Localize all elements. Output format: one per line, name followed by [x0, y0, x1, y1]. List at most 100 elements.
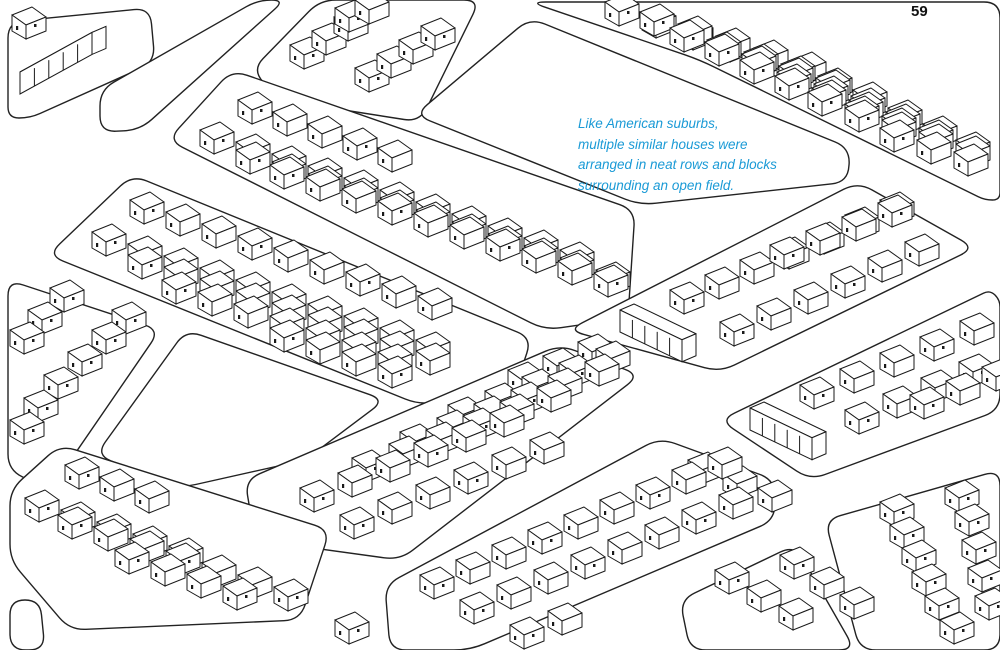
house-icon	[671, 461, 707, 495]
house-icon	[341, 343, 377, 377]
barracks-building	[749, 401, 827, 461]
house-icon	[669, 281, 705, 315]
house-icon	[954, 503, 990, 537]
house-icon	[953, 143, 989, 177]
house-icon	[161, 271, 197, 305]
house-icon	[307, 115, 343, 149]
house-icon	[197, 283, 233, 317]
house-icon	[9, 411, 45, 445]
page-number: 59	[911, 3, 928, 20]
caption: Like American suburbs, multiple similar …	[578, 114, 838, 196]
house-icon	[774, 67, 810, 101]
caption-line-2: multiple similar houses were	[578, 136, 748, 152]
house-icon	[377, 491, 413, 525]
house-icon	[644, 516, 680, 550]
house-icon	[809, 566, 845, 600]
house-icon	[269, 319, 305, 353]
house-icon	[453, 461, 489, 495]
house-icon	[707, 446, 743, 480]
house-icon	[944, 479, 980, 513]
house-icon	[381, 275, 417, 309]
house-icon	[739, 51, 775, 85]
house-icon	[521, 240, 557, 274]
house-icon	[981, 359, 1000, 392]
house-icon	[417, 287, 453, 321]
house-icon	[334, 611, 370, 645]
house-icon	[509, 616, 545, 650]
house-icon	[91, 223, 127, 257]
house-icon	[604, 0, 640, 27]
house-icon	[959, 312, 995, 346]
house-icon	[909, 386, 945, 420]
house-icon	[714, 561, 750, 595]
house-icon	[769, 236, 805, 270]
house-icon	[455, 551, 491, 585]
house-icon	[533, 561, 569, 595]
house-icon	[413, 204, 449, 238]
house-icon	[527, 521, 563, 555]
house-icon	[974, 587, 1000, 621]
house-icon	[99, 468, 135, 502]
house-icon	[415, 342, 451, 376]
house-icon	[939, 611, 975, 645]
house-icon	[91, 321, 127, 355]
house-icon	[496, 576, 532, 610]
house-icon	[186, 565, 222, 599]
house-icon	[237, 227, 273, 261]
block-open-field-top	[421, 21, 850, 205]
house-icon	[805, 222, 841, 256]
house-icon	[704, 266, 740, 300]
house-icon	[830, 265, 866, 299]
house-icon	[584, 353, 620, 387]
house-icon	[93, 518, 129, 552]
house-icon	[11, 6, 47, 40]
barracks-building	[619, 303, 697, 363]
house-icon	[269, 156, 305, 190]
house-icon	[924, 587, 960, 621]
house-icon	[879, 119, 915, 153]
house-icon	[778, 597, 814, 631]
house-icon	[273, 578, 309, 612]
house-icon	[420, 17, 456, 51]
house-icon	[719, 313, 755, 347]
house-icon	[377, 139, 413, 173]
house-icon	[599, 491, 635, 525]
house-icon	[867, 249, 903, 283]
house-icon	[669, 19, 705, 53]
house-icon	[24, 489, 60, 523]
barracks-building	[19, 25, 107, 95]
house-icon	[199, 121, 235, 155]
caption-line-1: Like American suburbs,	[578, 116, 719, 131]
house-icon	[557, 252, 593, 286]
house-icon	[299, 479, 335, 513]
house-icon	[879, 493, 915, 527]
house-icon	[398, 31, 434, 65]
long-buildings	[19, 25, 827, 461]
house-icon	[134, 480, 170, 514]
house-icon	[593, 264, 629, 298]
house-icon	[222, 577, 258, 611]
house-icon	[127, 246, 163, 280]
house-icon	[309, 251, 345, 285]
house-icon	[967, 559, 1000, 593]
house-icon	[916, 131, 952, 165]
house-icon	[547, 602, 583, 636]
house-icon	[756, 297, 792, 331]
house-icon	[563, 506, 599, 540]
house-icon	[375, 449, 411, 483]
house-icon	[639, 3, 675, 37]
house-icon	[919, 328, 955, 362]
house-icon	[341, 180, 377, 214]
house-icon	[449, 216, 485, 250]
house-icon	[882, 385, 918, 419]
house-icon	[807, 83, 843, 117]
house-icon	[339, 506, 375, 540]
house-icon	[489, 404, 525, 438]
house-icon	[793, 281, 829, 315]
house-icon	[841, 208, 877, 242]
house-icon	[305, 168, 341, 202]
block-top-left-2	[99, 0, 280, 132]
house-icon	[337, 464, 373, 498]
house-icon	[529, 431, 565, 465]
house-icon	[67, 343, 103, 377]
